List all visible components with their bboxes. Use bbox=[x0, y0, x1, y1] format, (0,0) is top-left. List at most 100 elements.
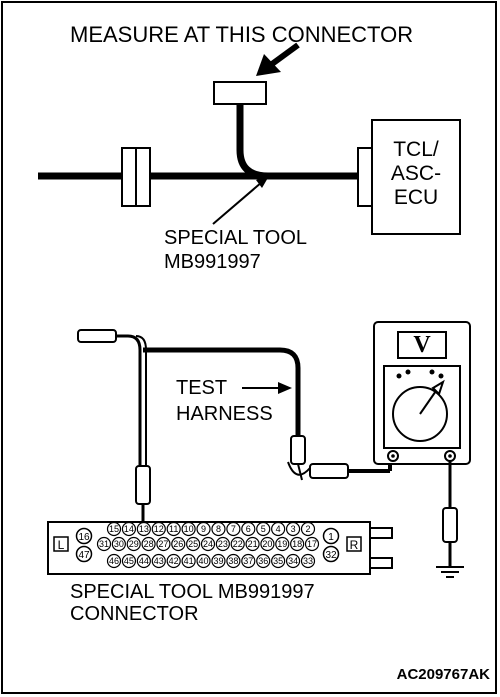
pin-2-circle bbox=[300, 521, 316, 537]
harness-plug bbox=[77, 329, 117, 343]
pin-6-circle bbox=[241, 521, 256, 537]
inline-connector bbox=[121, 147, 151, 207]
pin-37: 37 bbox=[243, 556, 253, 566]
alligator-clip bbox=[287, 435, 349, 481]
pin-7: 7 bbox=[231, 524, 236, 534]
ground-lead bbox=[442, 461, 458, 566]
pin-35: 35 bbox=[273, 556, 283, 566]
special-tool-label-line1: SPECIAL TOOL bbox=[164, 227, 308, 249]
pin-43-circle bbox=[151, 553, 166, 569]
ground-symbol bbox=[436, 566, 464, 578]
pin-15: 15 bbox=[109, 524, 119, 534]
pin-41: 41 bbox=[184, 556, 194, 566]
pin-42-circle bbox=[166, 553, 181, 569]
pin-42: 42 bbox=[169, 556, 179, 566]
pin-40: 40 bbox=[199, 556, 209, 566]
pin-13-circle bbox=[136, 521, 151, 537]
pin-17-circle bbox=[304, 536, 320, 552]
ecu-label-line3: ECU bbox=[393, 186, 439, 209]
pin-12-circle bbox=[151, 521, 166, 537]
pin-2: 2 bbox=[305, 524, 310, 534]
measure-arrow bbox=[256, 42, 300, 76]
measure-connector bbox=[213, 81, 267, 105]
connector-side-left: L bbox=[58, 538, 65, 552]
figure-code: AC209767AK bbox=[396, 666, 490, 683]
pin-3-circle bbox=[285, 521, 301, 537]
voltmeter-symbol: V bbox=[413, 332, 431, 358]
pin-29-circle bbox=[126, 536, 141, 552]
pin-31-circle bbox=[96, 536, 112, 552]
pin-32: 32 bbox=[325, 550, 337, 561]
pin-10: 10 bbox=[184, 524, 194, 534]
pin-43: 43 bbox=[154, 556, 164, 566]
pin-12: 12 bbox=[154, 524, 164, 534]
pin-25-circle bbox=[186, 536, 201, 552]
pin-18-circle bbox=[290, 536, 305, 552]
pin-40-circle bbox=[196, 553, 211, 569]
pin-27: 27 bbox=[158, 539, 168, 549]
pin-3: 3 bbox=[291, 524, 296, 534]
pin-46-circle bbox=[106, 553, 122, 569]
main-harness bbox=[38, 104, 360, 180]
pin-14: 14 bbox=[124, 524, 134, 534]
pin-45-circle bbox=[121, 553, 137, 569]
pin-20-circle bbox=[260, 536, 275, 552]
pin-9-circle bbox=[196, 521, 211, 537]
pin-31: 31 bbox=[99, 539, 109, 549]
pin-5: 5 bbox=[261, 524, 266, 534]
connector-label-line2: CONNECTOR bbox=[70, 603, 199, 625]
pin-23: 23 bbox=[218, 539, 228, 549]
pin-5-circle bbox=[256, 521, 271, 537]
pin-27-circle bbox=[156, 536, 171, 552]
special-tool-label-line2: MB991997 bbox=[164, 251, 261, 273]
pin-11: 11 bbox=[169, 524, 178, 534]
pin-38: 38 bbox=[228, 556, 238, 566]
voltmeter bbox=[373, 321, 471, 465]
pin-30-circle bbox=[111, 536, 126, 552]
pin-6: 6 bbox=[246, 524, 251, 534]
pin-24: 24 bbox=[203, 539, 213, 549]
pin-44: 44 bbox=[139, 556, 149, 566]
pin-21: 21 bbox=[248, 539, 258, 549]
pin-8-circle bbox=[211, 521, 226, 537]
ecu-label-line1: TCL/ bbox=[393, 138, 439, 161]
pin-45: 45 bbox=[124, 556, 134, 566]
ecu-box bbox=[357, 119, 461, 235]
pin-19: 19 bbox=[277, 539, 287, 549]
pin-8: 8 bbox=[216, 524, 221, 534]
pin-35-circle bbox=[271, 553, 286, 569]
pin-13: 13 bbox=[139, 524, 149, 534]
pin-14-circle bbox=[121, 521, 137, 537]
pin-9: 9 bbox=[201, 524, 206, 534]
pin-10-circle bbox=[181, 521, 196, 537]
pin-18: 18 bbox=[292, 539, 302, 549]
connector-label-line1: SPECIAL TOOL MB991997 bbox=[70, 581, 315, 603]
pin-29: 29 bbox=[129, 539, 139, 549]
pin-28-circle bbox=[141, 536, 156, 552]
test-harness-label-line1: TEST bbox=[176, 377, 228, 399]
pin-39: 39 bbox=[213, 556, 223, 566]
pin-22: 22 bbox=[233, 539, 243, 549]
measure-label: MEASURE AT THIS CONNECTOR bbox=[70, 22, 414, 47]
pin-41-circle bbox=[181, 553, 196, 569]
test-arrow bbox=[242, 382, 292, 394]
pin-38-circle bbox=[226, 553, 241, 569]
pin-19-circle bbox=[275, 536, 290, 552]
test-harness-label-line2: HARNESS bbox=[176, 403, 273, 425]
ecu-label: TCL/ ASC- ECU bbox=[374, 138, 458, 210]
pin-25: 25 bbox=[188, 539, 198, 549]
harness-probe bbox=[135, 465, 151, 524]
pin-22-circle bbox=[230, 536, 245, 552]
pin-46: 46 bbox=[109, 556, 119, 566]
pin-26-circle bbox=[171, 536, 186, 552]
pin-36: 36 bbox=[258, 556, 268, 566]
pin-34-circle bbox=[285, 553, 301, 569]
pin-16: 16 bbox=[78, 532, 90, 543]
pin-23-circle bbox=[215, 536, 230, 552]
connector-side-right: R bbox=[350, 538, 359, 552]
pin-7-circle bbox=[226, 521, 241, 537]
